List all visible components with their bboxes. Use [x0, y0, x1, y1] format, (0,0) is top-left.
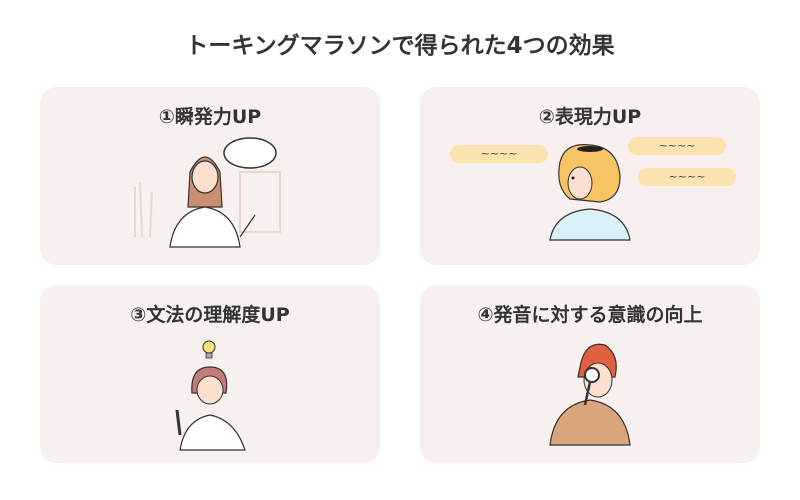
speech-bubble: ~~~~: [628, 137, 726, 155]
effect-card-expression: ②表現力UP ~~~~ ~~~~ ~~~~: [420, 87, 760, 265]
person-idea-illustration: [175, 340, 246, 451]
effect-card-quick-response: ①瞬発力UP: [40, 87, 380, 265]
lightbulb-icon: [202, 340, 216, 359]
person-thinking-illustration: [549, 144, 631, 241]
effect-card-grammar: ③文法の理解度UP: [40, 285, 380, 463]
magnifier-icon: [583, 367, 600, 406]
card-title: ②表現力UP: [538, 106, 642, 128]
card-title: ①瞬発力UP: [158, 106, 262, 128]
page-title: トーキングマラソンで得られた4つの効果: [185, 33, 615, 59]
effect-card-pronunciation: ④発音に対する意識の向上: [420, 285, 760, 463]
woman-speaking-illustration: [134, 137, 281, 248]
card-title: ③文法の理解度UP: [130, 304, 290, 326]
speech-bubble: ~~~~: [450, 145, 548, 163]
card-title: ④発音に対する意識の向上: [477, 304, 703, 326]
speech-bubble: ~~~~: [638, 168, 736, 186]
person-magnifier-illustration: [549, 343, 631, 446]
